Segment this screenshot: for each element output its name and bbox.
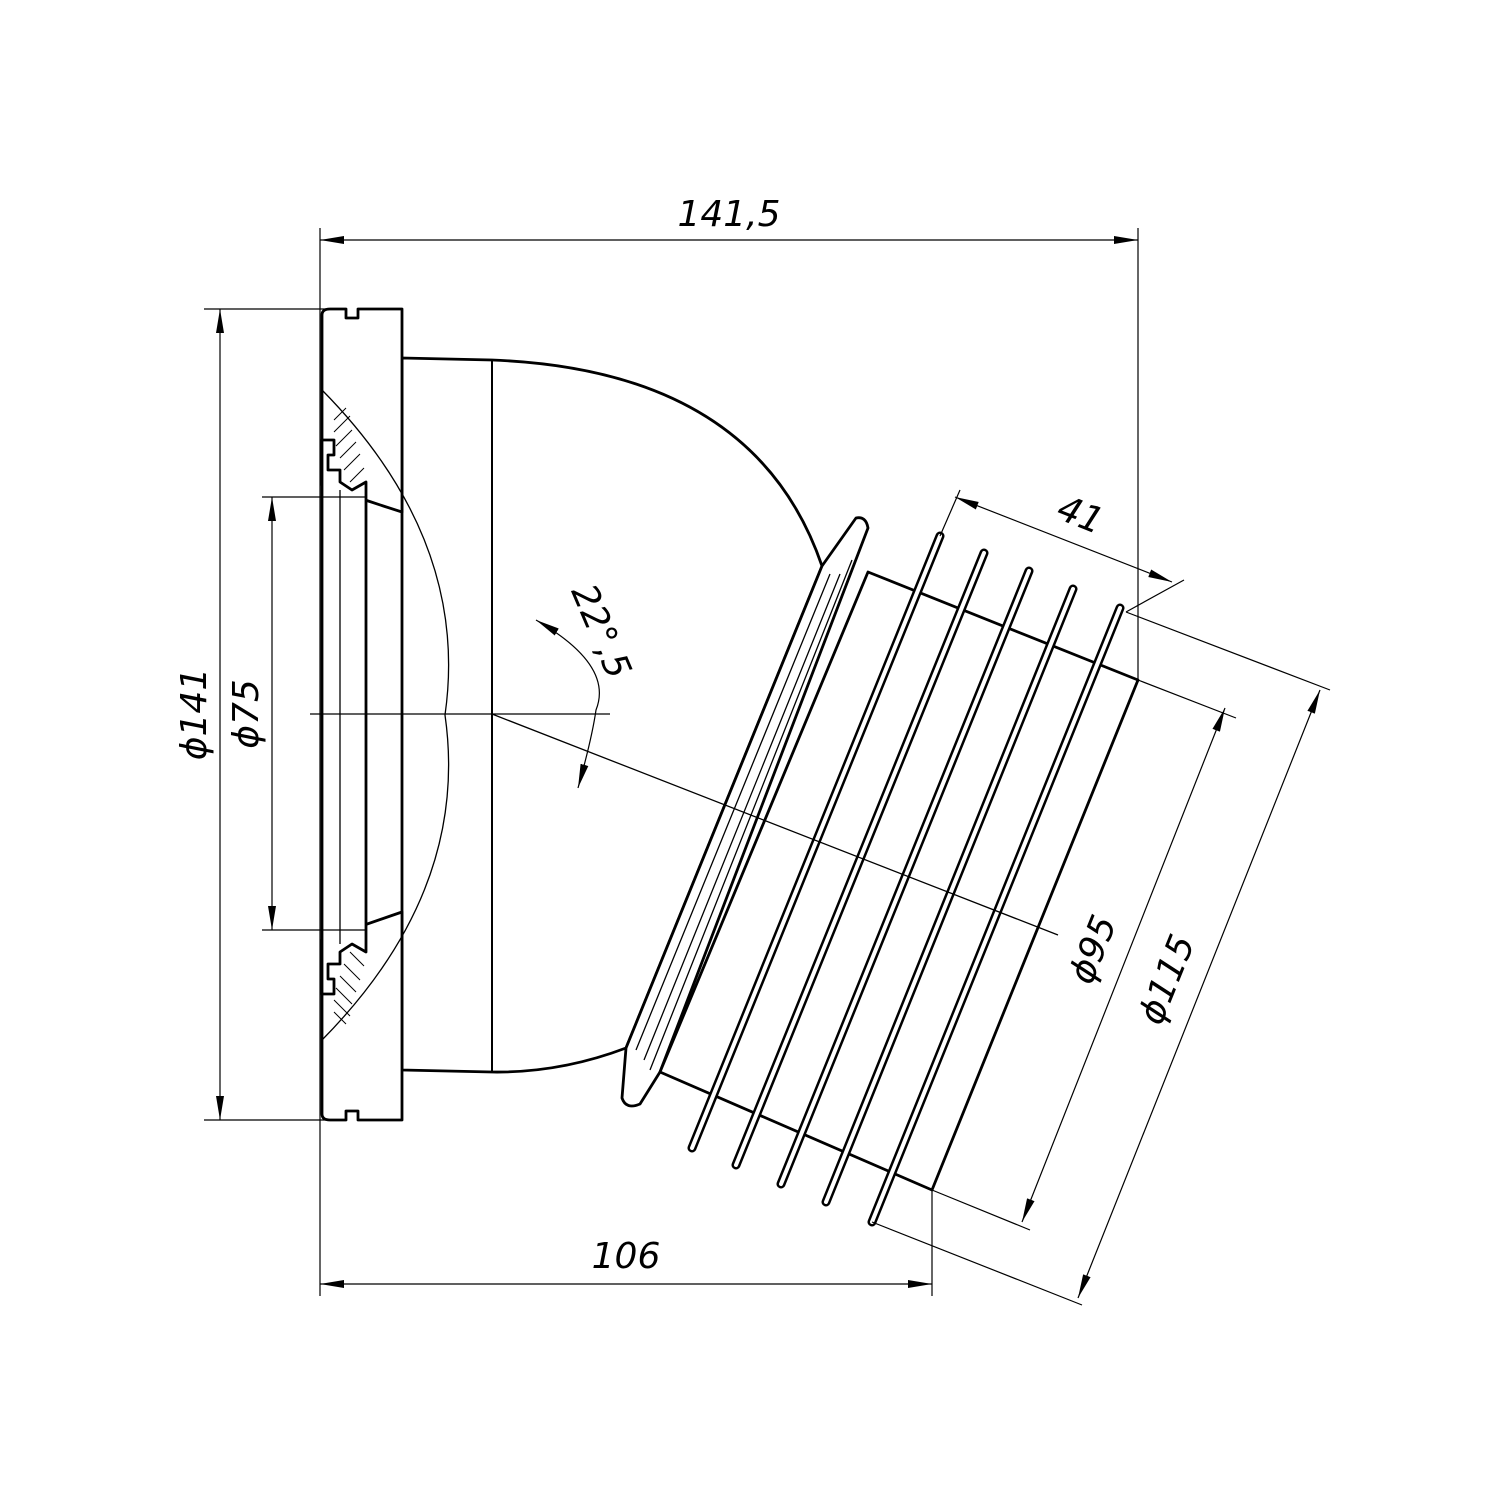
cuff-length-dim-line bbox=[954, 496, 1173, 583]
cuff-length-label: 41 bbox=[1051, 488, 1109, 543]
base-length-label: 106 bbox=[592, 1236, 661, 1277]
collar-line-2 bbox=[643, 573, 841, 1061]
socket-opening-arc bbox=[321, 389, 450, 1041]
angle-dim-arc bbox=[535, 619, 600, 789]
flange-diameter-label: ϕ141 bbox=[174, 668, 215, 760]
seal-ring bbox=[320, 438, 368, 996]
ribbed-inner-diameter-label: ϕ95 bbox=[1061, 910, 1125, 990]
ribbed-outer-diameter-label: ϕ115 bbox=[1131, 929, 1204, 1030]
pipe-body bbox=[400, 356, 824, 1074]
ribbed-outer-diameter-dim-line bbox=[1077, 689, 1321, 1299]
inlet-diameter-label: ϕ75 bbox=[226, 679, 267, 749]
outlet-collar bbox=[620, 516, 870, 1108]
collar-line-1 bbox=[635, 573, 831, 1051]
overall-length-label: 141,5 bbox=[677, 194, 780, 235]
